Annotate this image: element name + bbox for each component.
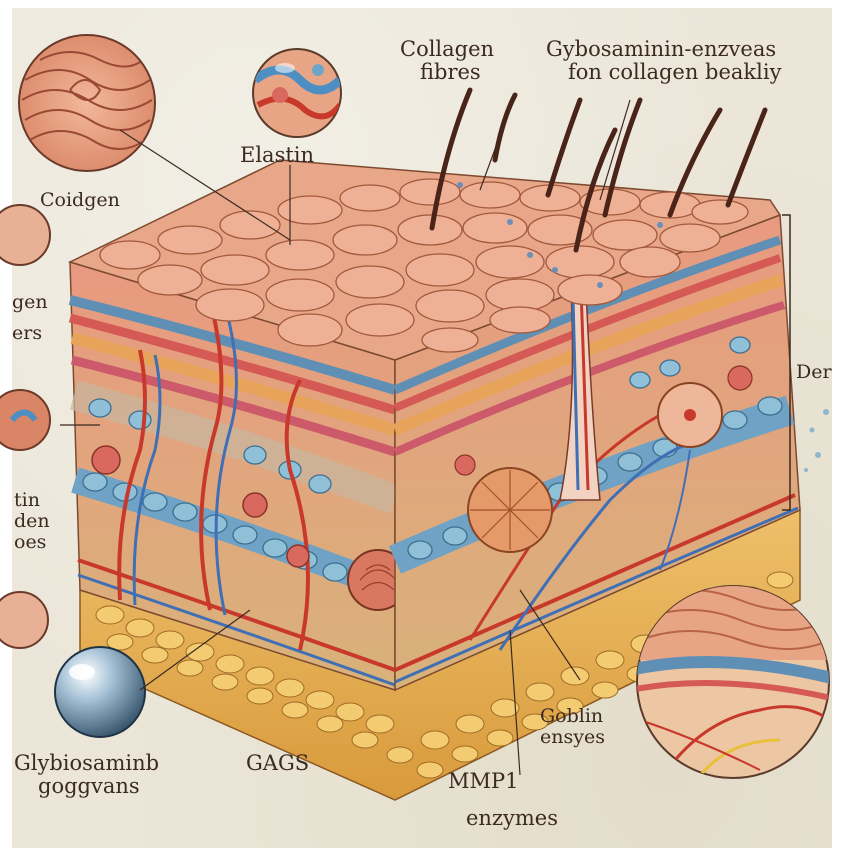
label-mmp1-enzymes: MMP1 enzymes <box>448 770 558 830</box>
label-coldgen: Coidgen <box>40 190 120 211</box>
left-edge-circles <box>0 205 50 648</box>
label-gags: GAGS <box>246 752 309 775</box>
inset-elastin-circle <box>253 49 341 137</box>
label-dermis: Der <box>796 362 832 383</box>
label-elastin: Elastin <box>240 144 314 167</box>
label-left-edge-2: tin den oes <box>14 490 50 553</box>
label-left-edge-1: gen ers <box>12 292 48 344</box>
label-glycosaminoglycans: Glybiosaminb goggvans <box>14 752 159 798</box>
label-gag-enzymes: Gybosaminin-enzveas fon collagen beakliy <box>546 38 781 84</box>
gag-sphere <box>55 647 145 737</box>
inset-collagen-circle <box>19 35 155 171</box>
label-collagen-fibres: Collagen fibres <box>400 38 494 84</box>
label-goblin-enzymes: Goblin ensyes <box>540 706 605 748</box>
